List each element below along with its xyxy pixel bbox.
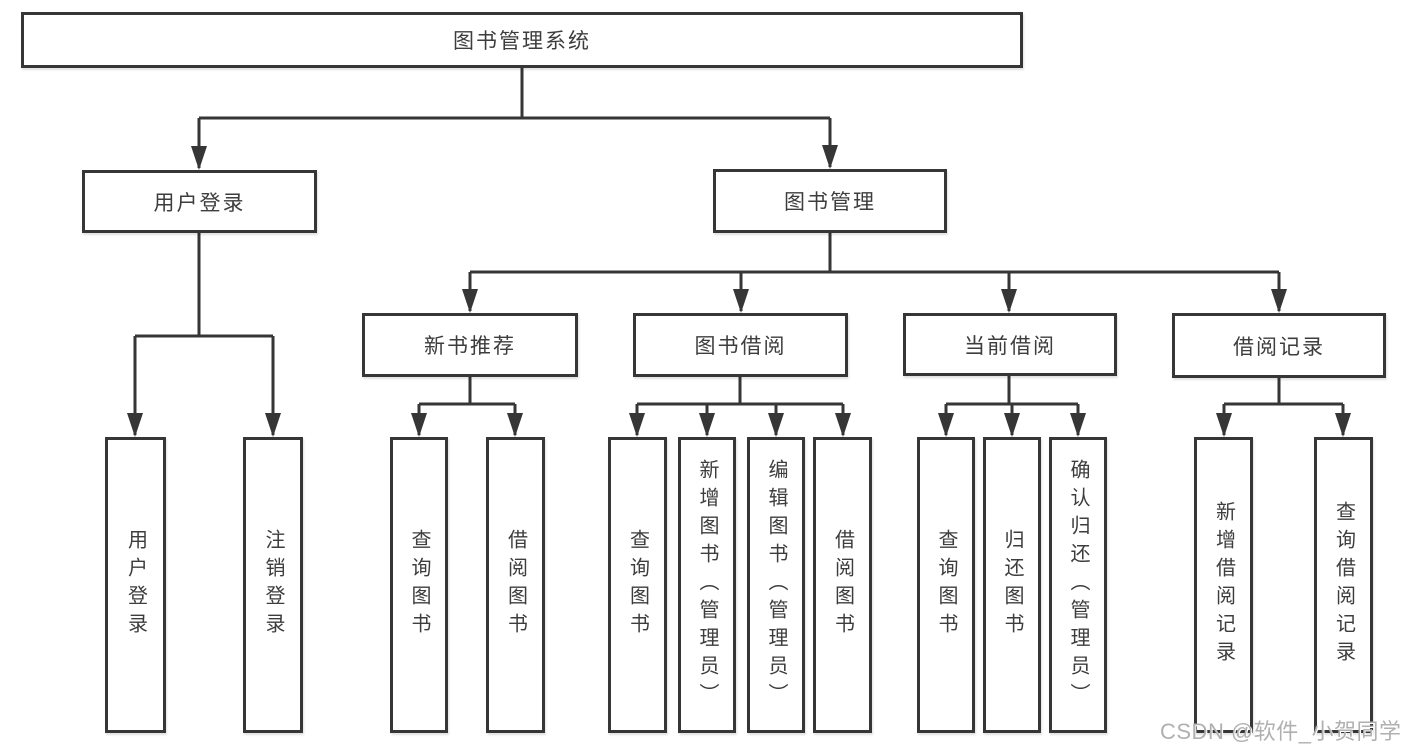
leaf-current-confirm-return-admin: 确认归还（管理员） — [1049, 437, 1107, 733]
leaf-newbook-query-books-label: 查询图书 — [408, 529, 430, 641]
node-user-login-label: 用户登录 — [153, 191, 246, 215]
leaf-current-return-books-label: 归还图书 — [1001, 529, 1023, 641]
leaf-borrow-borrow-books: 借阅图书 — [813, 437, 872, 733]
leaf-newbook-borrow-books: 借阅图书 — [486, 437, 545, 733]
node-root-label: 图书管理系统 — [453, 30, 591, 53]
leaf-record-query-borrow-record-label: 查询借阅记录 — [1332, 501, 1355, 669]
node-book-management: 图书管理 — [713, 169, 947, 233]
leaf-record-query-borrow-record: 查询借阅记录 — [1314, 437, 1373, 733]
leaf-borrow-edit-books-admin-label: 编辑图书（管理员） — [765, 459, 787, 711]
leaf-user-login: 用户登录 — [105, 437, 166, 733]
leaf-newbook-query-books: 查询图书 — [390, 437, 448, 733]
leaf-current-query-books: 查询图书 — [917, 437, 975, 733]
node-borrow-record: 借阅记录 — [1172, 313, 1386, 378]
leaf-logout: 注销登录 — [243, 437, 303, 733]
leaf-borrow-add-books-admin-label: 新增图书（管理员） — [696, 459, 718, 711]
node-current-borrow: 当前借阅 — [903, 313, 1117, 376]
leaf-newbook-borrow-books-label: 借阅图书 — [504, 529, 527, 641]
leaf-logout-label: 注销登录 — [262, 529, 284, 641]
node-new-book-recommend-label: 新书推荐 — [424, 335, 516, 358]
node-book-management-label: 图书管理 — [784, 191, 876, 214]
leaf-record-add-borrow-record: 新增借阅记录 — [1194, 437, 1253, 733]
leaf-current-query-books-label: 查询图书 — [935, 529, 957, 641]
node-book-borrow-label: 图书借阅 — [694, 335, 787, 358]
node-book-borrow: 图书借阅 — [633, 313, 848, 377]
leaf-record-add-borrow-record-label: 新增借阅记录 — [1212, 501, 1235, 669]
leaf-borrow-add-books-admin: 新增图书（管理员） — [678, 437, 736, 733]
node-borrow-record-label: 借阅记录 — [1233, 335, 1325, 359]
leaf-current-return-books: 归还图书 — [983, 437, 1041, 733]
leaf-borrow-query-books: 查询图书 — [608, 437, 667, 733]
leaf-user-login-label: 用户登录 — [124, 529, 147, 641]
node-user-login: 用户登录 — [82, 170, 317, 233]
node-root: 图书管理系统 — [21, 12, 1023, 68]
node-current-borrow-label: 当前借阅 — [964, 334, 1056, 358]
leaf-borrow-edit-books-admin: 编辑图书（管理员） — [747, 437, 805, 733]
leaf-borrow-borrow-books-label: 借阅图书 — [831, 529, 854, 641]
csdn-watermark: CSDN @软件_小贺同学 — [1160, 719, 1402, 744]
leaf-current-confirm-return-admin-label: 确认归还（管理员） — [1067, 459, 1089, 711]
leaf-borrow-query-books-label: 查询图书 — [626, 529, 649, 641]
node-new-book-recommend: 新书推荐 — [362, 313, 578, 377]
